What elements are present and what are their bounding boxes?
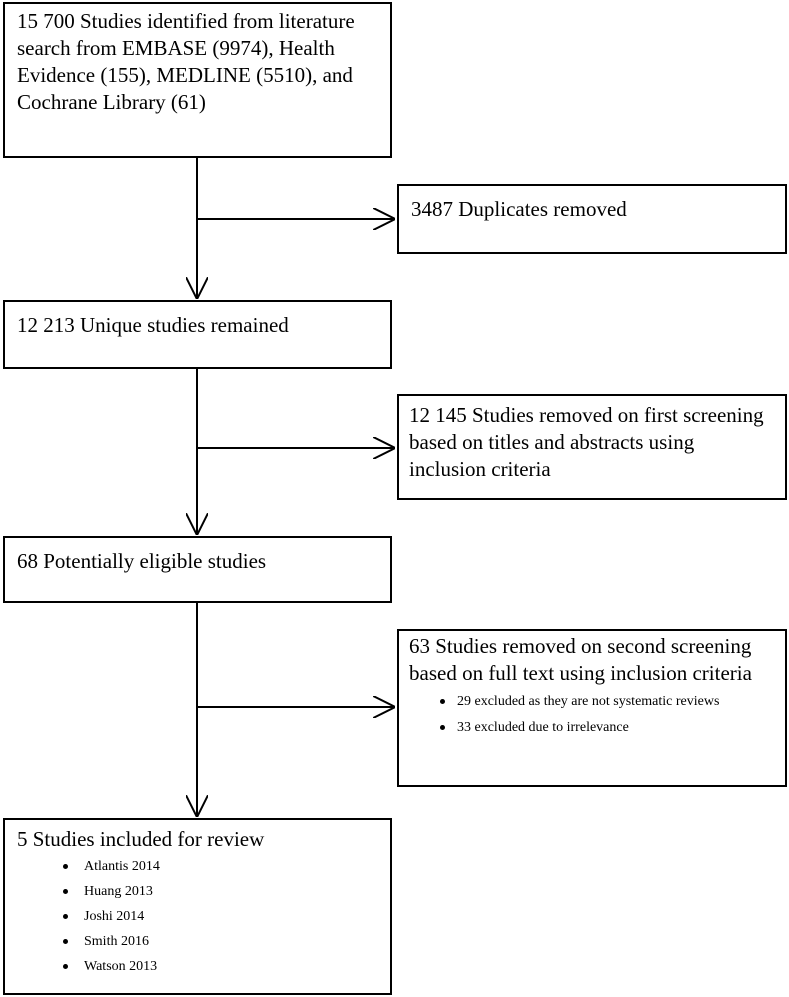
box-duplicates: 3487 Duplicates removed: [397, 184, 787, 254]
bullet-icon: [440, 725, 445, 730]
box-identified: 15 700 Studies identified from literatur…: [3, 2, 392, 158]
exclusion-reason: 29 excluded as they are not systematic r…: [457, 694, 720, 709]
bullet-icon: [63, 939, 68, 944]
bullet-icon: [440, 699, 445, 704]
list-item: Joshi 2014: [17, 907, 380, 926]
box-first-screening-text: 12 145 Studies removed on first screenin…: [409, 403, 764, 481]
list-item: 33 excluded due to irrelevance: [409, 718, 775, 737]
bullet-icon: [63, 864, 68, 869]
included-study: Atlantis 2014: [84, 859, 160, 874]
list-item: 29 excluded as they are not systematic r…: [409, 692, 775, 711]
exclusion-reason: 33 excluded due to irrelevance: [457, 720, 629, 735]
list-item: Huang 2013: [17, 882, 380, 901]
box-included-title: 5 Studies included for review: [17, 827, 265, 851]
box-eligible: 68 Potentially eligible studies: [3, 536, 392, 603]
box-unique: 12 213 Unique studies remained: [3, 300, 392, 369]
bullet-icon: [63, 889, 68, 894]
bullet-icon: [63, 914, 68, 919]
box-identified-text: 15 700 Studies identified from literatur…: [17, 9, 355, 114]
box-second-screening: 63 Studies removed on second screening b…: [397, 629, 787, 787]
box-unique-text: 12 213 Unique studies remained: [17, 313, 289, 337]
exclusion-reasons-list: 29 excluded as they are not systematic r…: [409, 692, 775, 737]
box-second-screening-title: 63 Studies removed on second screening b…: [409, 634, 752, 685]
included-study: Joshi 2014: [84, 909, 145, 924]
box-duplicates-text: 3487 Duplicates removed: [411, 197, 627, 221]
box-first-screening: 12 145 Studies removed on first screenin…: [397, 394, 787, 500]
box-included: 5 Studies included for review Atlantis 2…: [3, 818, 392, 995]
list-item: Atlantis 2014: [17, 857, 380, 876]
included-study: Smith 2016: [84, 934, 149, 949]
included-study: Watson 2013: [84, 959, 158, 974]
bullet-icon: [63, 964, 68, 969]
list-item: Watson 2013: [17, 957, 380, 976]
box-eligible-text: 68 Potentially eligible studies: [17, 549, 267, 573]
included-study: Huang 2013: [84, 884, 153, 899]
list-item: Smith 2016: [17, 932, 380, 951]
included-studies-list: Atlantis 2014 Huang 2013 Joshi 2014 Smit…: [17, 857, 380, 976]
